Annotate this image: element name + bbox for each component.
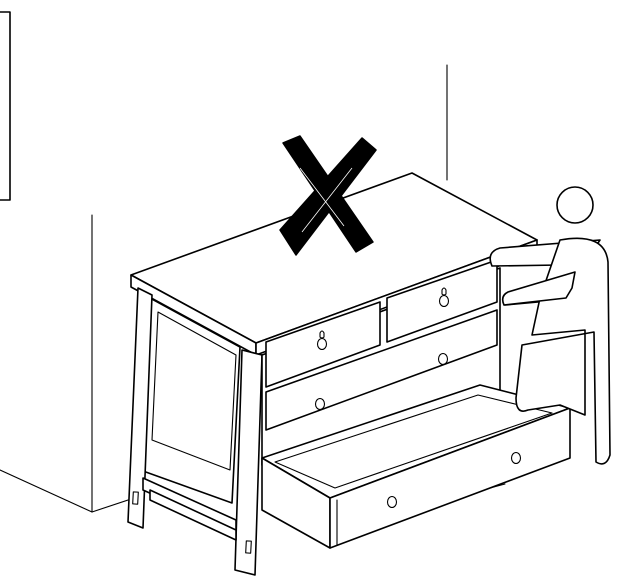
person-head <box>557 187 593 223</box>
instruction-frame-edge <box>0 12 10 200</box>
